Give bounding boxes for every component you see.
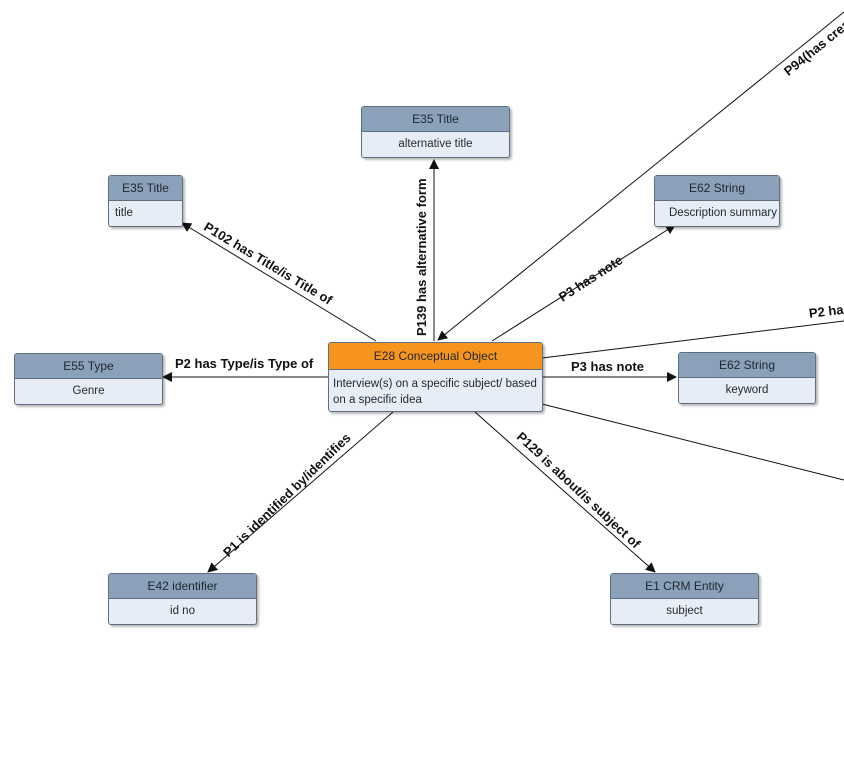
edge-right-lower xyxy=(541,403,844,481)
node-header: E42 identifier xyxy=(109,574,256,599)
node-header: E35 Title xyxy=(109,176,182,201)
node-body: subject xyxy=(666,605,703,617)
edge-label-p3: P3 has note xyxy=(571,359,644,374)
node-title[interactable]: E35 Title title xyxy=(108,175,183,227)
node-body: alternative title xyxy=(398,138,473,150)
node-header: E1 CRM Entity xyxy=(611,574,758,599)
node-keyword[interactable]: E62 String keyword xyxy=(678,352,816,404)
edge-label-p2: P2 has Type/is Type of xyxy=(175,356,314,371)
node-body: Genre xyxy=(72,385,105,397)
node-description-summary[interactable]: E62 String Description summary xyxy=(654,175,780,227)
edge-p2-right xyxy=(541,320,844,359)
node-subject[interactable]: E1 CRM Entity subject xyxy=(610,573,759,625)
node-body: Description summary xyxy=(669,207,777,219)
node-genre[interactable]: E55 Type Genre xyxy=(14,353,163,405)
node-header: E35 Title xyxy=(362,107,509,132)
edge-p102 xyxy=(181,222,377,342)
node-body: keyword xyxy=(725,384,769,396)
node-body: title xyxy=(115,207,133,219)
node-conceptual-object[interactable]: E28 Conceptual Object Interview(s) on a … xyxy=(328,342,543,412)
node-alternative-title[interactable]: E35 Title alternative title xyxy=(361,106,510,158)
node-header: E62 String xyxy=(655,176,779,201)
edge-p3-up xyxy=(491,224,676,342)
node-header: E62 String xyxy=(679,353,815,378)
edge-p129 xyxy=(474,411,656,573)
edge-p94 xyxy=(437,11,844,341)
edge-label-p139: P139 has alternative form xyxy=(414,178,429,336)
node-body: Interview(s) on a specific subject/ base… xyxy=(333,378,537,406)
node-body: id no xyxy=(170,605,195,617)
edge-p1 xyxy=(207,411,394,573)
node-identifier[interactable]: E42 identifier id no xyxy=(108,573,257,625)
node-header: E55 Type xyxy=(15,354,162,379)
node-header: E28 Conceptual Object xyxy=(329,343,542,370)
